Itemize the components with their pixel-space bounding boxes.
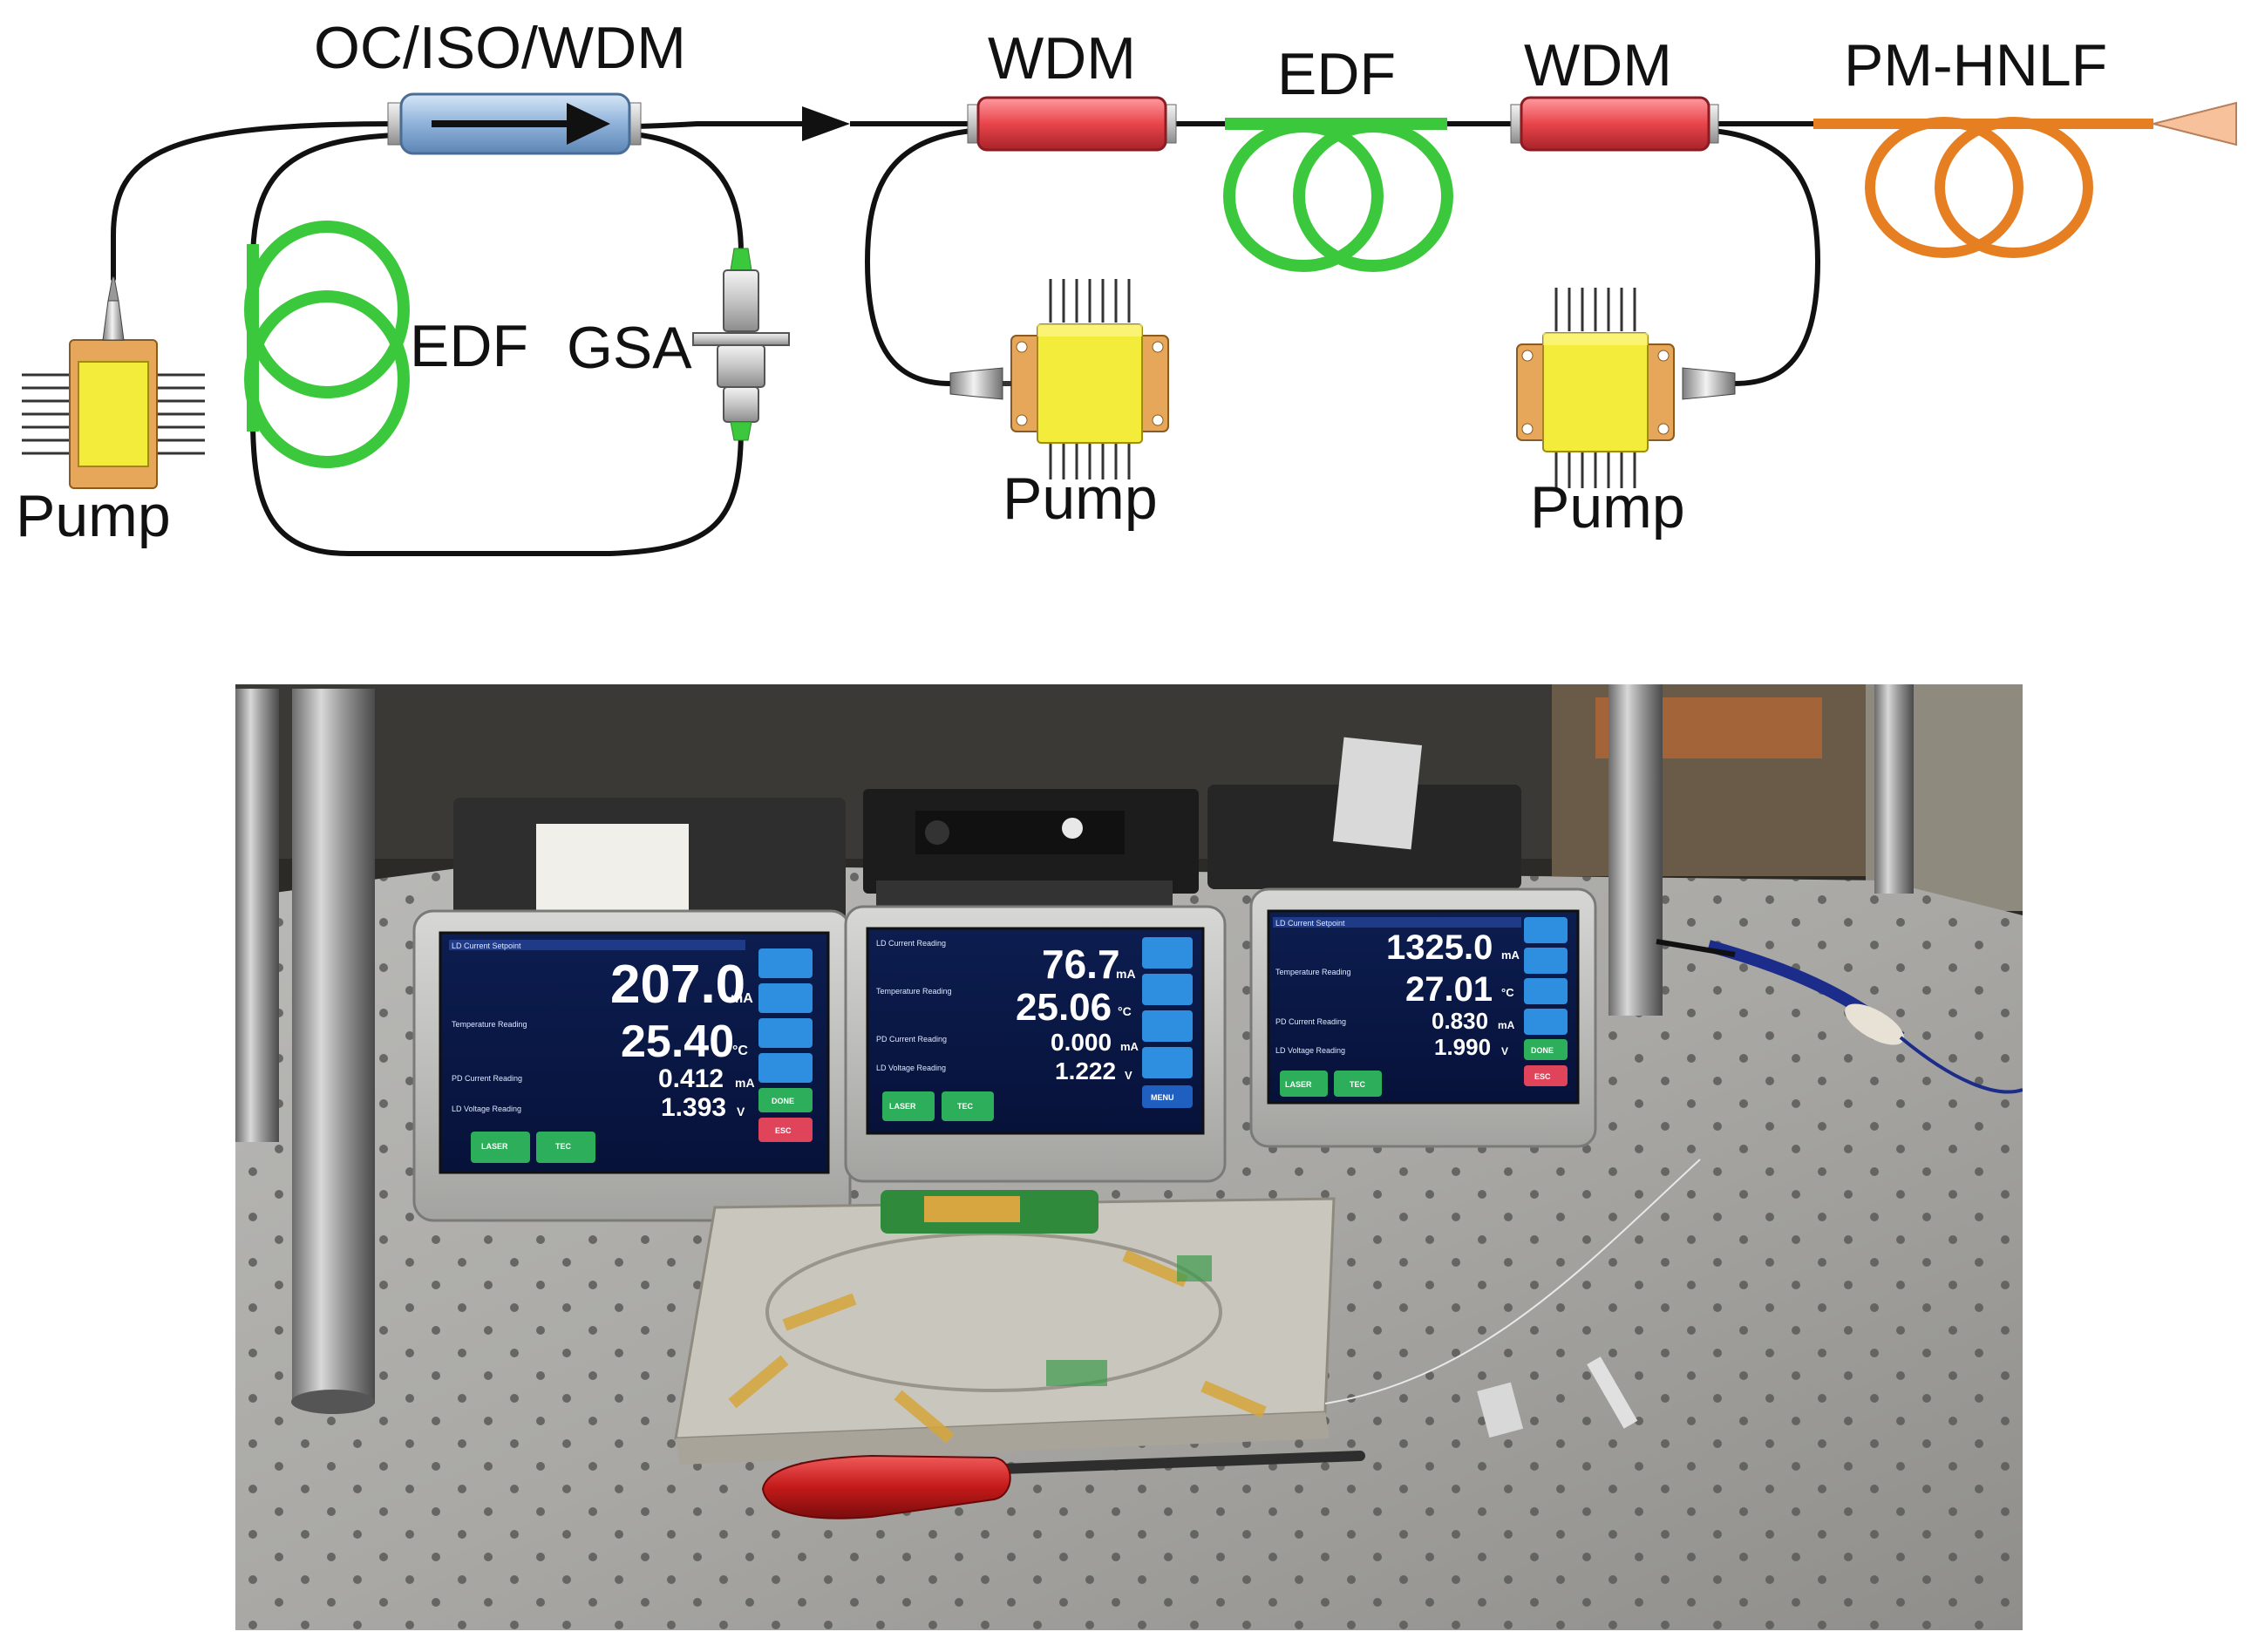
screwdriver bbox=[761, 1451, 1365, 1519]
c1-pd-unit: mA bbox=[735, 1076, 755, 1090]
amplifier-fiber bbox=[864, 121, 1821, 386]
c2-header4: LD Voltage Reading bbox=[876, 1064, 946, 1072]
c1-laser-label: LASER bbox=[481, 1142, 508, 1151]
c1-side-buttons[interactable] bbox=[758, 948, 813, 1083]
c1-tec-label: TEC bbox=[555, 1142, 572, 1151]
splice-tray bbox=[674, 1190, 1336, 1465]
c2-header1: LD Current Reading bbox=[876, 939, 946, 948]
post-right bbox=[1608, 684, 1663, 1016]
c1-current: 207.0 bbox=[610, 955, 745, 1015]
label-pump-right: Pump bbox=[1530, 474, 1685, 540]
c2-menu-label: MENU bbox=[1151, 1093, 1174, 1102]
post-left-back bbox=[235, 689, 279, 1142]
c3-pd-current: 0.830 bbox=[1432, 1008, 1488, 1034]
c2-menu-button[interactable] bbox=[1142, 1085, 1193, 1108]
c1-header2: Temperature Reading bbox=[452, 1020, 527, 1029]
c1-voltage-unit: V bbox=[737, 1105, 745, 1118]
c3-header3: PD Current Reading bbox=[1275, 1017, 1346, 1026]
pump-mid bbox=[949, 277, 1170, 481]
c3-voltage: 1.990 bbox=[1434, 1034, 1491, 1060]
controller-2: LD Current Reading 76.7 mA Temperature R… bbox=[844, 905, 1227, 1183]
label-oc-iso-wdm: OC/ISO/WDM bbox=[314, 15, 686, 81]
c3-header1: LD Current Setpoint bbox=[1275, 919, 1345, 928]
label-pump-left: Pump bbox=[16, 483, 171, 549]
lab-photo: LD Current Setpoint 207.0 mA Temperature… bbox=[235, 684, 2023, 1630]
c2-voltage-unit: V bbox=[1125, 1069, 1132, 1082]
c1-tec-button[interactable] bbox=[536, 1132, 595, 1163]
fiber-laser-schematic: OC/ISO/WDM EDF GSA Pump WDM EDF WDM PM-H… bbox=[16, 15, 2237, 556]
label-wdm-2: WDM bbox=[1524, 32, 1672, 99]
output-port bbox=[2153, 101, 2237, 146]
c3-header2: Temperature Reading bbox=[1275, 968, 1351, 976]
c2-laser-label: LASER bbox=[889, 1102, 916, 1111]
c1-header3: PD Current Reading bbox=[452, 1074, 522, 1083]
c3-tec-button[interactable] bbox=[1334, 1071, 1382, 1097]
c3-temperature-unit: °C bbox=[1501, 986, 1514, 999]
label-pump-mid: Pump bbox=[1003, 466, 1158, 532]
gsa-component bbox=[692, 248, 790, 441]
c3-temperature: 27.01 bbox=[1405, 970, 1493, 1009]
c3-side-buttons[interactable] bbox=[1524, 917, 1568, 1035]
edf-coil-ring bbox=[244, 221, 410, 468]
c2-temperature-unit: °C bbox=[1118, 1004, 1132, 1018]
c3-esc-label: ESC bbox=[1534, 1072, 1551, 1081]
label-edf-ring: EDF bbox=[410, 313, 528, 379]
controller-1: LD Current Setpoint 207.0 mA Temperature… bbox=[412, 909, 852, 1222]
c3-current-unit: mA bbox=[1501, 948, 1520, 962]
c1-temperature: 25.40 bbox=[621, 1016, 734, 1067]
c3-done-button[interactable] bbox=[1524, 1039, 1568, 1060]
c3-current: 1325.0 bbox=[1386, 928, 1493, 967]
cable-probe bbox=[1656, 939, 2023, 1094]
c2-header3: PD Current Reading bbox=[876, 1035, 947, 1044]
c1-pd-current: 0.412 bbox=[658, 1064, 724, 1093]
c2-tec-button[interactable] bbox=[942, 1091, 994, 1121]
post-far-right bbox=[1874, 684, 1914, 894]
c3-laser-button[interactable] bbox=[1280, 1071, 1328, 1097]
label-gsa: GSA bbox=[567, 315, 692, 381]
pm-hnlf-coil bbox=[1813, 117, 2153, 258]
c3-laser-label: LASER bbox=[1285, 1080, 1312, 1089]
c3-voltage-unit: V bbox=[1501, 1045, 1508, 1057]
c2-pd-current: 0.000 bbox=[1051, 1029, 1112, 1056]
c2-current-unit: mA bbox=[1116, 967, 1136, 981]
c2-tec-label: TEC bbox=[957, 1102, 974, 1111]
c1-laser-button[interactable] bbox=[471, 1132, 530, 1163]
wdm-1-component bbox=[967, 96, 1177, 152]
c3-pd-unit: mA bbox=[1498, 1019, 1515, 1031]
pump-left bbox=[22, 276, 205, 489]
c1-current-unit: mA bbox=[731, 991, 753, 1006]
c1-voltage: 1.393 bbox=[661, 1093, 726, 1122]
c1-esc-button[interactable] bbox=[758, 1118, 813, 1142]
c3-done-label: DONE bbox=[1531, 1046, 1554, 1055]
post-left bbox=[292, 689, 375, 1404]
c2-side-buttons[interactable] bbox=[1142, 937, 1193, 1078]
pump-right bbox=[1515, 286, 1736, 490]
c2-voltage: 1.222 bbox=[1055, 1057, 1116, 1084]
c2-header2: Temperature Reading bbox=[876, 987, 952, 996]
edf-coil-amp bbox=[1223, 118, 1453, 272]
c1-esc-label: ESC bbox=[775, 1126, 792, 1135]
c2-temperature: 25.06 bbox=[1016, 986, 1112, 1029]
c2-current: 76.7 bbox=[1042, 942, 1120, 987]
c1-done-label: DONE bbox=[772, 1097, 794, 1105]
c2-pd-unit: mA bbox=[1120, 1040, 1139, 1053]
c3-tec-label: TEC bbox=[1350, 1080, 1366, 1089]
c2-laser-button[interactable] bbox=[882, 1091, 935, 1121]
c3-esc-button[interactable] bbox=[1524, 1065, 1568, 1086]
label-pm-hnlf: PM-HNLF bbox=[1844, 32, 2107, 99]
c3-header4: LD Voltage Reading bbox=[1275, 1046, 1345, 1055]
oc-iso-wdm-component bbox=[387, 92, 642, 155]
c1-header4: LD Voltage Reading bbox=[452, 1105, 521, 1113]
label-wdm-1: WDM bbox=[988, 25, 1136, 92]
wdm-2-component bbox=[1510, 96, 1719, 152]
controller-3: LD Current Setpoint 1325.0 mA Temperatur… bbox=[1249, 887, 1597, 1148]
label-edf-amp: EDF bbox=[1277, 41, 1396, 107]
direction-arrow bbox=[802, 106, 850, 141]
c1-temperature-unit: °C bbox=[732, 1044, 748, 1058]
c1-header1: LD Current Setpoint bbox=[452, 942, 521, 950]
c1-done-button[interactable] bbox=[758, 1088, 813, 1112]
